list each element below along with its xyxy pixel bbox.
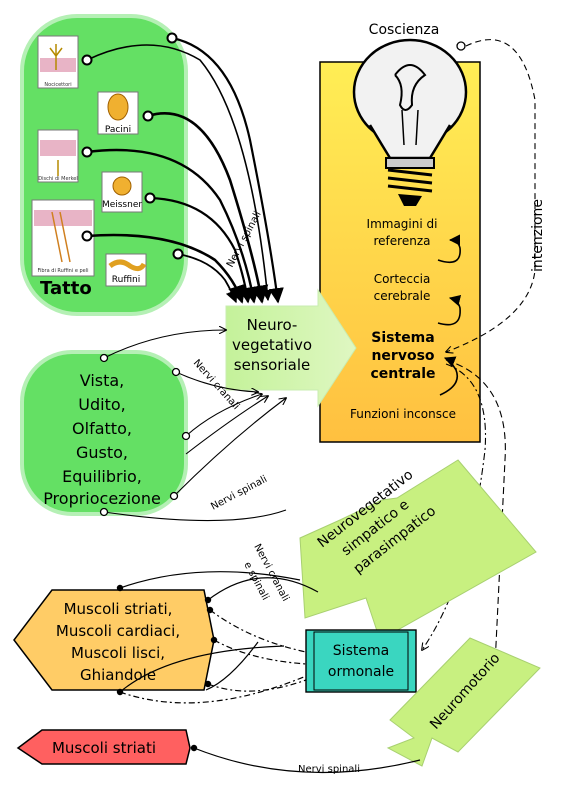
senses-nerve-lines — [103, 330, 286, 522]
cns-central-line1: Sistema — [371, 330, 434, 346]
cns-output-lines — [422, 359, 506, 666]
touch-title: Tatto — [40, 278, 92, 299]
receptor-pacini: Pacini — [97, 91, 139, 135]
effector-nerve-lines — [119, 571, 421, 774]
intention-label: intenzione — [530, 199, 546, 272]
sense-gusto: Gusto, — [76, 443, 128, 462]
sense-udito: Udito, — [78, 395, 125, 414]
muscle-cardiac: Muscoli cardiaci, — [56, 622, 180, 640]
touch-nerve-nodes — [81, 32, 184, 260]
lightbulb-icon — [352, 38, 468, 206]
svg-text:Fibra di Ruffini e peli: Fibra di Ruffini e peli — [37, 268, 88, 274]
neuro-sensory-arrow — [225, 288, 357, 408]
cns-central-line3: centrale — [370, 366, 435, 382]
cns-central-line2: nervoso — [371, 348, 434, 364]
neuromotor-arrow — [386, 637, 541, 767]
effector-nerve-nodes — [116, 584, 218, 752]
muscle-striated: Muscoli striati, — [64, 600, 173, 618]
striated-label: Muscoli striati — [52, 739, 156, 757]
cns-cortex-line2: cerebrale — [374, 289, 431, 303]
consciousness-label: Coscienza — [369, 22, 440, 38]
receptor-nocicettori: Nocicettori — [37, 35, 79, 89]
sense-equilibrio: Equilibrio, — [62, 467, 142, 486]
neuro-sensory-line1: Neuro- — [247, 316, 298, 334]
receptor-ruffini: Ruffini — [105, 253, 147, 287]
hormonal-line2: ormonale — [328, 664, 394, 680]
cns-cortex-line1: Corteccia — [374, 272, 431, 286]
receptor-merkel: Dischi di Merkel — [37, 129, 79, 183]
cns-feedback-arrows — [437, 234, 462, 396]
neuro-sensory-line2: vegetativo — [232, 336, 312, 354]
svg-text:Nocicettori: Nocicettori — [44, 82, 71, 88]
striated-panel — [16, 729, 191, 765]
autonomic-arrow — [299, 459, 537, 641]
hormonal-box — [305, 629, 417, 693]
receptor-meissner: Meissner — [101, 171, 143, 213]
svg-text:Meissner: Meissner — [102, 200, 142, 210]
svg-text:Pacini: Pacini — [105, 125, 131, 135]
svg-text:Ruffini: Ruffini — [112, 275, 140, 285]
nerve-label-spinal-mid: Nervi spinali — [209, 474, 269, 513]
sense-vista: Vista, — [80, 371, 125, 390]
svg-text:Dischi di Merkel: Dischi di Merkel — [38, 176, 78, 182]
sense-olfatto: Olfatto, — [72, 419, 132, 438]
sense-propriocezione: Propriocezione — [43, 489, 161, 508]
hormonal-line1: Sistema — [333, 643, 389, 659]
touch-nerve-lines — [86, 36, 284, 304]
senses-nerve-nodes — [99, 353, 191, 517]
cns-images-line2: referenza — [374, 234, 431, 248]
cns-unconscious: Funzioni inconsce — [350, 407, 456, 421]
nerve-label-spinal-bottom: Nervi spinali — [298, 764, 360, 775]
neuro-sensory-line3: sensoriale — [234, 356, 310, 374]
cns-images-line1: Immagini di — [367, 217, 438, 231]
muscle-smooth: Muscoli lisci, — [71, 644, 165, 662]
intention-arrow — [446, 39, 536, 352]
consciousness-node — [456, 41, 466, 51]
